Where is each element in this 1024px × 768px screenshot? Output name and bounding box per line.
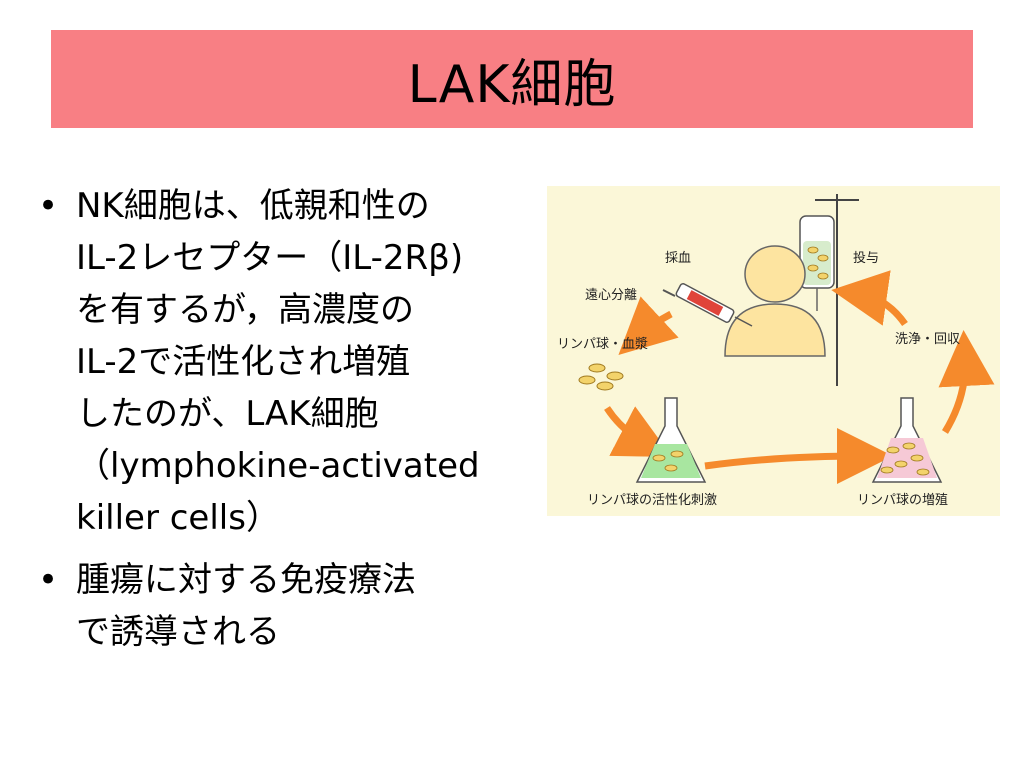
arrow-up-icon bbox=[938, 330, 995, 434]
bullet-item-2: • 腫瘍に対する免疫療法 で誘導される bbox=[38, 554, 538, 658]
label-proliferation: リンパ球の増殖 bbox=[857, 492, 948, 508]
label-wash-collect: 洗浄・回収 bbox=[895, 332, 960, 347]
arrow-to-flask-icon bbox=[604, 406, 672, 457]
syringe-icon bbox=[662, 283, 753, 327]
label-administer: 投与 bbox=[853, 250, 879, 266]
label-lymph-plasma: リンパ球・血漿 bbox=[557, 337, 648, 352]
label-centrifuge: 遠心分離 bbox=[585, 288, 637, 303]
bullet-1-line-7: killer cells） bbox=[76, 498, 280, 538]
bullet-1-line-3: を有するが，高濃度の bbox=[76, 290, 414, 330]
bullet-2-line-2: で誘導される bbox=[76, 612, 280, 652]
bullet-dot-icon: • bbox=[38, 560, 59, 600]
lak-therapy-diagram: 採血 遠心分離 リンパ球・血漿 投与 洗浄・回収 リンパ球の活性化刺激 リンパ球… bbox=[547, 186, 1000, 516]
label-activation: リンパ球の活性化刺激 bbox=[587, 493, 717, 508]
arrow-flask-to-flask-icon bbox=[704, 428, 893, 485]
bullet-dot-icon: • bbox=[38, 186, 59, 226]
patient-icon bbox=[724, 245, 826, 357]
bullet-1-line-2: IL-2レセプター（IL-2Rβ) bbox=[76, 238, 464, 278]
bullet-1-line-6: （lymphokine-activated bbox=[76, 446, 480, 486]
arrow-to-patient-icon bbox=[831, 270, 908, 327]
diagram-svg: 採血 遠心分離 リンパ球・血漿 投与 洗浄・回収 リンパ球の活性化刺激 リンパ球… bbox=[557, 194, 995, 508]
bullet-1-line-5: したのが、LAK細胞 bbox=[76, 394, 379, 434]
label-blood-draw: 採血 bbox=[665, 251, 691, 266]
bullet-1-line-4: IL-2で活性化され増殖 bbox=[76, 342, 411, 382]
bullet-item-1: • NK細胞は、低親和性の IL-2レセプター（IL-2Rβ) を有するが，高濃… bbox=[38, 180, 538, 544]
arrow-to-lymph-icon bbox=[618, 296, 679, 355]
bullet-1-line-1: NK細胞は、低親和性の bbox=[76, 186, 430, 226]
iv-stand-icon bbox=[799, 194, 859, 386]
bullet-2-line-1: 腫瘍に対する免疫療法 bbox=[76, 560, 416, 600]
flask-activation-icon bbox=[635, 397, 707, 483]
flask-proliferation-icon bbox=[871, 397, 943, 483]
bullet-list: • NK細胞は、低親和性の IL-2レセプター（IL-2Rβ) を有するが，高濃… bbox=[38, 180, 538, 668]
lymphocytes-icon bbox=[578, 363, 624, 391]
slide-title: LAK細胞 bbox=[407, 54, 617, 115]
title-bar: LAK細胞 bbox=[51, 30, 973, 128]
